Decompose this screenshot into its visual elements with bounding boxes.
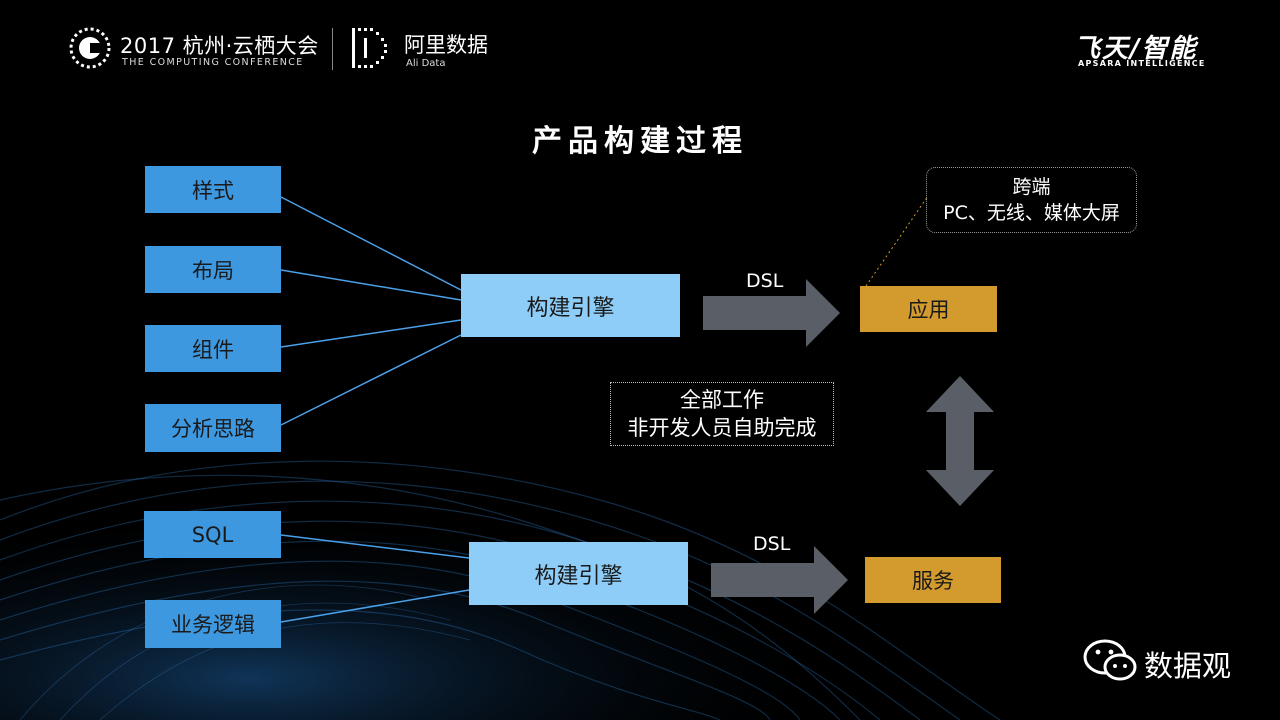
output-box-service: 服务 — [865, 557, 1001, 603]
input-box-analysis: 分析思路 — [145, 404, 281, 452]
build-engine-bottom: 构建引擎 — [469, 542, 688, 605]
callout-title: 跨端 — [1012, 176, 1051, 198]
connector-analysis-to-engine — [280, 334, 462, 426]
ali-data-logo-icon — [352, 28, 387, 68]
ali-data-title: 阿里数据 — [404, 33, 488, 57]
center-note-line2: 非开发人员自助完成 — [627, 416, 817, 440]
cross-platform-callout: 跨端 PC、无线、媒体大屏 — [926, 167, 1137, 233]
dsl-label-top: DSL — [746, 270, 784, 292]
connector-sql-to-engine — [280, 534, 470, 559]
connector-layout-to-engine — [280, 269, 462, 301]
input-box-style: 样式 — [145, 166, 281, 213]
watermark-text: 数据观 — [1144, 649, 1232, 683]
callout-leader-line — [865, 195, 929, 287]
conference-title: 2017 杭州·云栖大会 — [120, 34, 319, 58]
input-box-business-logic: 业务逻辑 — [145, 600, 281, 648]
wechat-icon — [1083, 639, 1137, 681]
dsl-label-bottom: DSL — [753, 533, 791, 555]
input-box-component: 组件 — [145, 325, 281, 372]
ali-data-subtitle: Ali Data — [406, 58, 446, 69]
connector-style-to-engine — [280, 196, 462, 291]
slide-title: 产品构建过程 — [532, 124, 748, 159]
dsl-arrow-bottom — [711, 546, 848, 614]
vertical-double-arrow — [926, 376, 994, 506]
header-divider — [332, 28, 333, 70]
center-note: 全部工作 非开发人员自助完成 — [610, 382, 834, 446]
dsl-arrow-top — [703, 279, 840, 347]
center-note-line1: 全部工作 — [680, 388, 764, 412]
connector-component-to-engine — [280, 319, 462, 348]
input-box-sql: SQL — [144, 511, 281, 558]
conference-logo-icon — [69, 27, 111, 69]
brand-subtitle: APSARA INTELLIGENCE — [1078, 59, 1206, 68]
build-engine-top: 构建引擎 — [461, 274, 680, 337]
input-box-layout: 布局 — [145, 246, 281, 293]
output-box-application: 应用 — [860, 286, 997, 332]
callout-text: PC、无线、媒体大屏 — [943, 202, 1120, 224]
brand-title: 飞天/智能 — [1074, 34, 1198, 64]
conference-subtitle: THE COMPUTING CONFERENCE — [122, 57, 304, 68]
connector-logic-to-engine — [280, 589, 470, 623]
